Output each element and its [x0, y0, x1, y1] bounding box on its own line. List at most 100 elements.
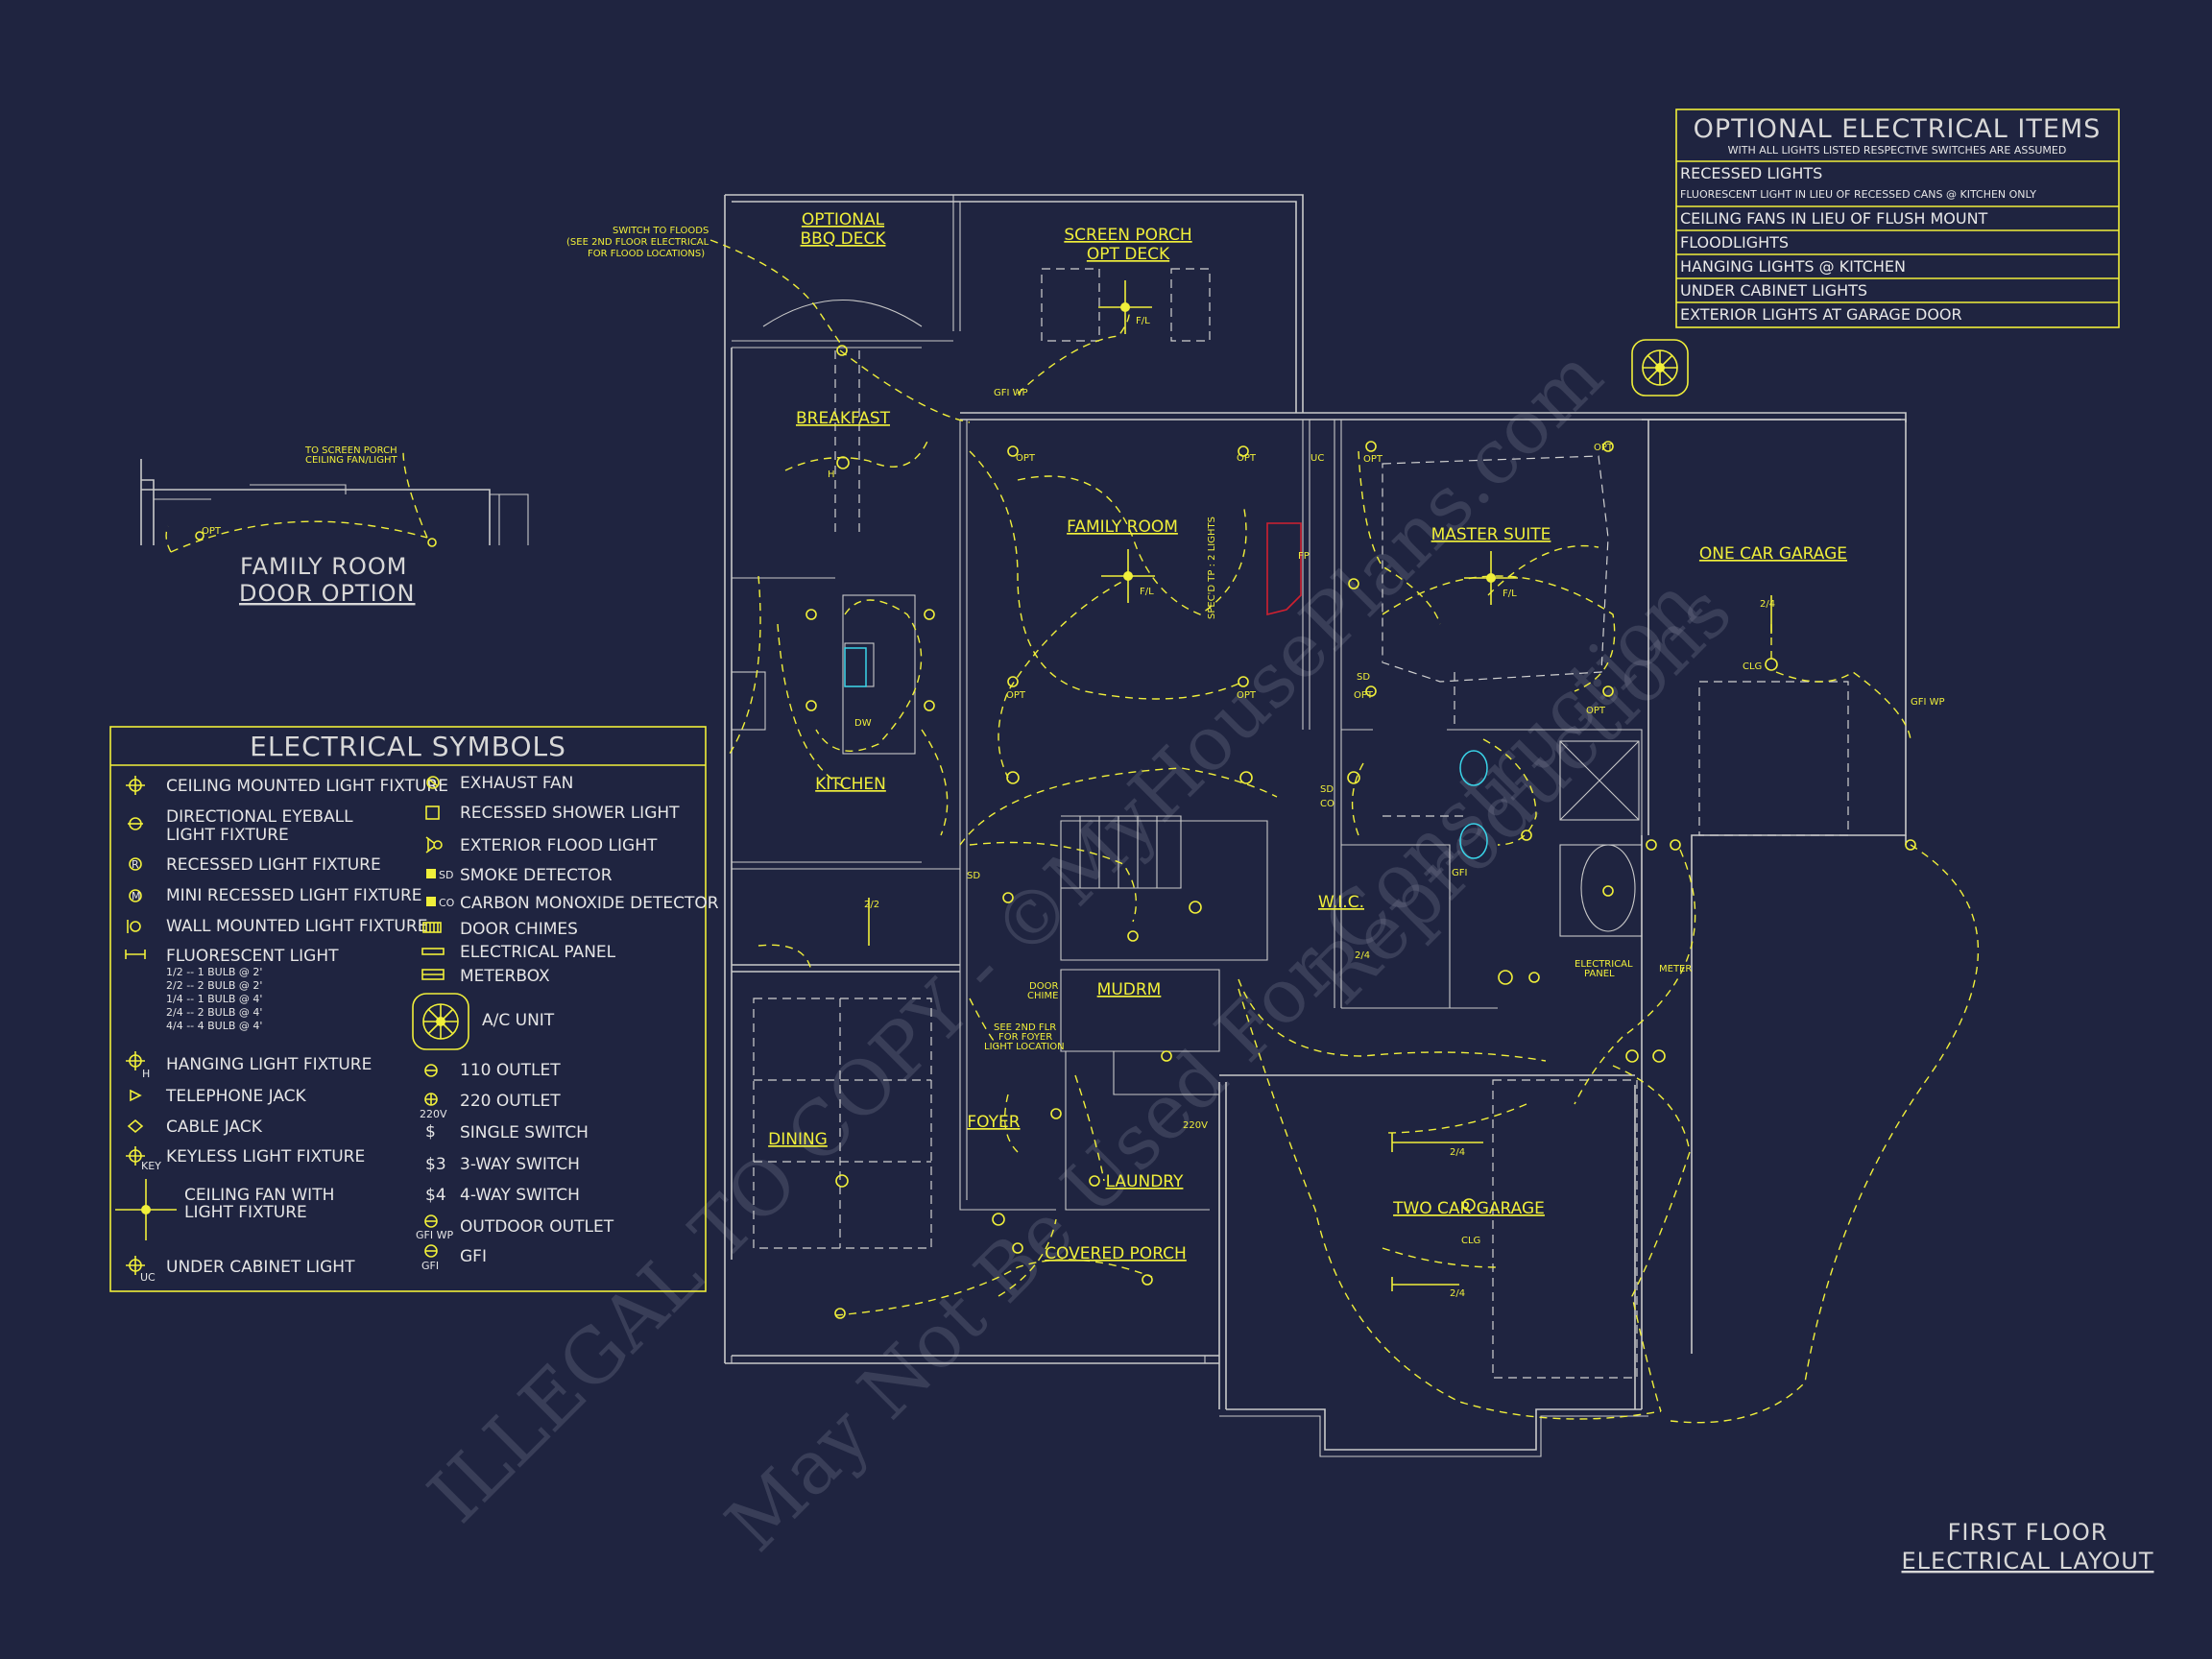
eyeball-light-icon — [128, 817, 143, 830]
note-fl-master: F/L — [1503, 589, 1517, 599]
optional-items-table: OPTIONAL ELECTRICAL ITEMS WITH ALL LIGHT… — [1675, 108, 2120, 328]
legend-right-3: SMOKE DETECTOR — [460, 866, 613, 885]
legend-right-6: ELECTRICAL PANEL — [460, 943, 616, 962]
legend-right-8: A/C UNIT — [482, 1011, 555, 1030]
svg-text:H: H — [142, 1068, 150, 1080]
room-mudrm: MUDRM — [1097, 980, 1162, 999]
svg-text:R: R — [132, 858, 139, 871]
door-option-note-1: TO SCREEN PORCH — [304, 445, 397, 456]
under-cabinet-light-icon: UC — [126, 1256, 156, 1284]
room-master-suite: MASTER SUITE — [1431, 525, 1551, 544]
note-sd-2: SD — [1357, 672, 1370, 683]
note-h: H — [828, 469, 835, 480]
fluor-sub-2: 1/4 -- 1 BULB @ 4' — [166, 993, 262, 1005]
note-elec-panel-1: ELECTRICAL — [1575, 959, 1633, 970]
note-clg-1: CLG — [1743, 661, 1762, 672]
fluor-sub-4: 4/4 -- 4 BULB @ 4' — [166, 1020, 262, 1032]
note-fl-porch: F/L — [1136, 316, 1150, 326]
note-co-1: CO — [1320, 799, 1334, 809]
legend-left-6: FLUORESCENT LIGHT — [166, 947, 339, 966]
door-chime-icon — [422, 922, 442, 933]
room-screen-porch-2: OPT DECK — [1087, 245, 1170, 264]
single-switch-icon: $ — [425, 1122, 436, 1142]
legend-left-8: TELEPHONE JACK — [165, 1087, 307, 1106]
room-optional-bbq-1: OPTIONAL — [802, 210, 885, 229]
room-family-room: FAMILY ROOM — [1067, 517, 1178, 537]
ac-unit-legend-icon — [412, 993, 469, 1050]
legend-right-9: 110 OUTLET — [460, 1061, 561, 1080]
legend-right-7: METERBOX — [460, 967, 550, 986]
svg-text:220V: 220V — [420, 1108, 447, 1120]
note-220v: 220V — [1183, 1120, 1208, 1131]
note-spec: SPEC'D TP : 2 LIGHTS — [1207, 517, 1217, 619]
gfi-icon: GFI — [421, 1244, 439, 1272]
drawing-title: FIRST FLOOR ELECTRICAL LAYOUT — [1902, 1519, 2154, 1575]
note-gfi-wp-2: GFI WP — [1911, 697, 1945, 708]
legend-left-5: WALL MOUNTED LIGHT FIXTURE — [166, 917, 427, 936]
legend-left-9: CABLE JACK — [166, 1118, 263, 1137]
legend-left-2: LIGHT FIXTURE — [166, 826, 289, 845]
note-opt-4: OPT — [1237, 690, 1257, 701]
legend-left-1: DIRECTIONAL EYEBALL — [166, 807, 353, 827]
door-option-detail: OPT TO SCREEN PORCH CEILING FAN/LIGHT FA… — [140, 445, 529, 607]
co-detector-icon: CO — [426, 897, 455, 909]
note-fl-family: F/L — [1140, 587, 1154, 597]
legend-left-12: LIGHT FIXTURE — [184, 1203, 307, 1222]
electrical-panel-icon — [421, 948, 445, 955]
optional-item-2: CEILING FANS IN LIEU OF FLUSH MOUNT — [1680, 209, 1988, 228]
room-laundry: LAUNDRY — [1106, 1172, 1184, 1191]
room-screen-porch-1: SCREEN PORCH — [1064, 226, 1191, 245]
note-meter: METER — [1659, 964, 1692, 974]
fixtures — [805, 280, 1916, 1319]
note-opt-6: OPT — [1354, 690, 1374, 701]
note-door-chime-1: DOOR — [1029, 981, 1058, 992]
room-labels: OPTIONAL BBQ DECK SCREEN PORCH OPT DECK … — [768, 210, 1847, 1263]
note-foyer-1: SEE 2ND FLR — [994, 1022, 1056, 1033]
note-fp: FP — [1298, 551, 1310, 562]
room-two-car-garage: TWO CAR GARAGE — [1392, 1199, 1545, 1218]
note-foyer-3: LIGHT LOCATION — [984, 1042, 1065, 1052]
svg-text:$3: $3 — [425, 1155, 446, 1174]
note-sd-3: SD — [967, 871, 980, 881]
svg-text:KEY: KEY — [141, 1160, 161, 1172]
meterbox-icon — [421, 969, 445, 980]
legend-left-0: CEILING MOUNTED LIGHT FIXTURE — [166, 777, 448, 796]
ceiling-fan-icon — [115, 1179, 177, 1240]
room-one-car-garage: ONE CAR GARAGE — [1699, 544, 1847, 564]
drawing-title-line-2: ELECTRICAL LAYOUT — [1902, 1548, 2154, 1575]
door-option-title-1: FAMILY ROOM — [240, 553, 407, 580]
wiring-runs — [709, 239, 1980, 1424]
note-opt-1: OPT — [1016, 453, 1036, 464]
note-sd-1: SD — [1320, 784, 1334, 795]
drawing-title-line-1: FIRST FLOOR — [1948, 1519, 2108, 1546]
room-foyer: FOYER — [967, 1113, 1020, 1132]
telephone-jack-icon — [130, 1089, 142, 1102]
legend-right-0: EXHAUST FAN — [460, 774, 573, 793]
optional-items-subtitle: WITH ALL LIGHTS LISTED RESPECTIVE SWITCH… — [1728, 144, 2067, 156]
flood-light-icon — [425, 836, 443, 854]
note-door-chime-2: CHIME — [1027, 991, 1058, 1001]
legend-right-15: GFI — [460, 1247, 487, 1266]
optional-item-0: RECESSED LIGHTS — [1680, 164, 1822, 182]
ac-unit-icon — [1631, 339, 1689, 397]
note-floods-2: (SEE 2ND FLOOR ELECTRICAL — [566, 237, 709, 248]
svg-text:GFI WP: GFI WP — [416, 1229, 453, 1241]
door-option-title-2: DOOR OPTION — [239, 580, 416, 607]
outlet-220-icon: 220V — [420, 1093, 447, 1120]
optional-items-title: OPTIONAL ELECTRICAL ITEMS — [1694, 114, 2102, 144]
optional-item-4: HANGING LIGHTS @ KITCHEN — [1680, 257, 1906, 276]
note-clg-2: CLG — [1461, 1236, 1480, 1246]
symbols-legend: ELECTRICAL SYMBOLS R M H KEY UC CEILING … — [109, 726, 719, 1292]
legend-right-13: 4-WAY SWITCH — [460, 1186, 580, 1205]
note-opt-2: OPT — [1237, 453, 1257, 464]
legend-right-12: 3-WAY SWITCH — [460, 1155, 580, 1174]
door-option-opt: OPT — [202, 526, 222, 537]
outlet-110-icon — [424, 1064, 438, 1077]
note-dw: DW — [854, 718, 872, 729]
note-uc: UC — [1310, 453, 1324, 464]
shower-light-icon — [425, 805, 440, 820]
room-kitchen: KITCHEN — [815, 775, 886, 794]
room-breakfast: BREAKFAST — [796, 409, 891, 428]
fan-master-suite — [1464, 551, 1518, 605]
